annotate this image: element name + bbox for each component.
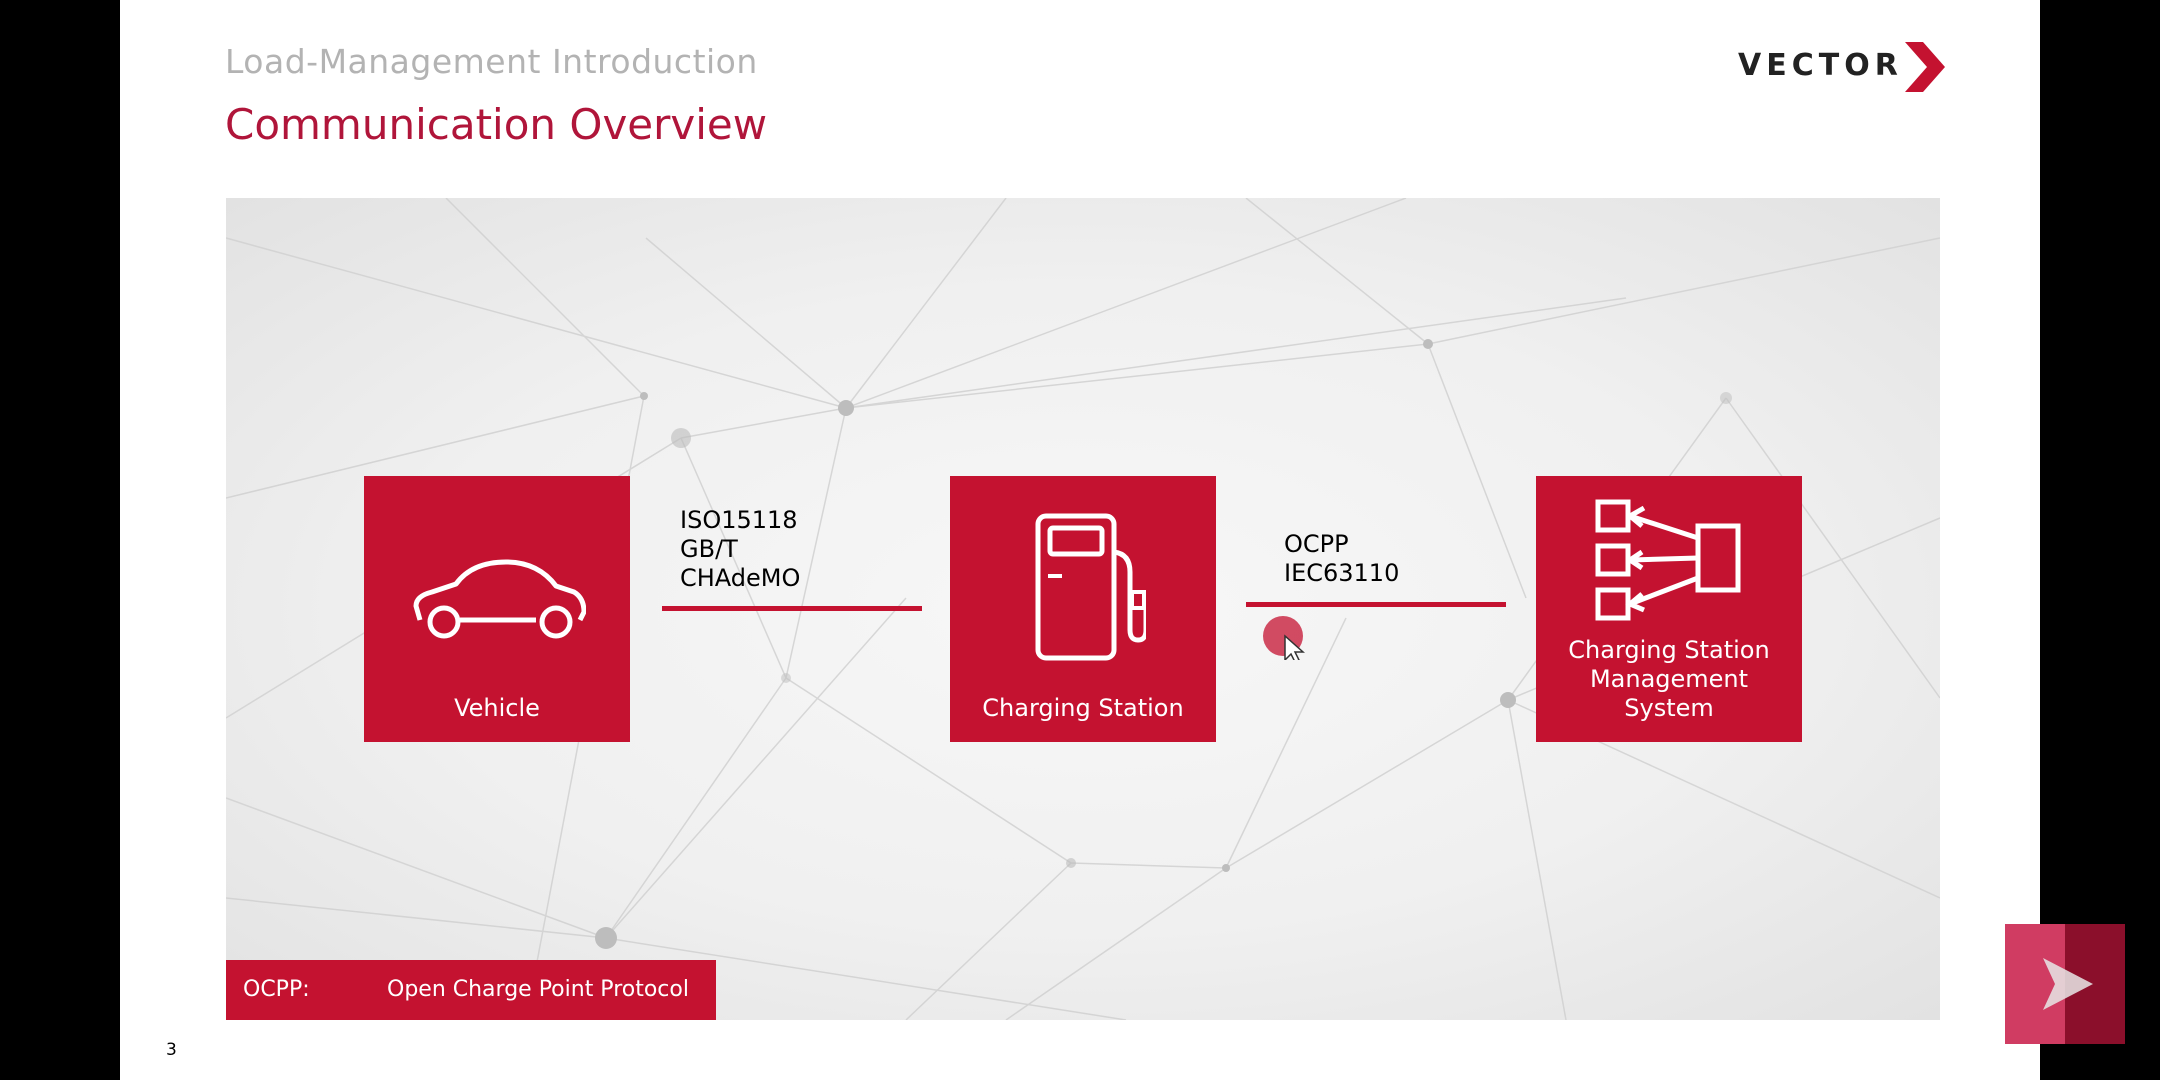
slide-title: Communication Overview <box>225 100 768 149</box>
csms-box: Charging Station Management System <box>1536 476 1802 742</box>
diagram-panel: Vehicle Charging Station <box>226 198 1940 1020</box>
csms-label: Charging Station Management System <box>1536 636 1802 723</box>
slide-subtitle: Load-Management Introduction <box>225 42 758 81</box>
protocol-label: GB/T <box>680 535 738 563</box>
chevron-right-icon <box>1905 42 1945 92</box>
charging-station-box: Charging Station <box>950 476 1216 742</box>
vector-logo: VECTOR <box>1738 40 1948 94</box>
charging-station-label: Charging Station <box>982 694 1184 722</box>
ocpp-legend: OCPP: Open Charge Point Protocol <box>226 960 716 1020</box>
csms-label-line: System <box>1624 694 1714 722</box>
vehicle-station-connector <box>662 606 922 611</box>
fuel-pump-icon <box>1035 513 1146 661</box>
next-slide-button[interactable] <box>2005 924 2125 1044</box>
protocol-label: CHAdeMO <box>680 564 801 592</box>
vehicle-box: Vehicle <box>364 476 630 742</box>
hierarchy-icon <box>1595 499 1741 621</box>
legend-term: OCPP: <box>243 977 310 1002</box>
page-number: 3 <box>166 1040 177 1060</box>
legend-definition: Open Charge Point Protocol <box>387 977 689 1002</box>
csms-label-line: Charging Station <box>1568 636 1770 664</box>
protocol-label: ISO15118 <box>680 506 798 534</box>
next-arrow-icon <box>2043 958 2093 1010</box>
vehicle-label: Vehicle <box>454 694 540 722</box>
station-csms-connector <box>1246 602 1506 607</box>
protocol-label: IEC63110 <box>1284 559 1400 587</box>
station-csms-protocols: OCPP IEC63110 <box>1284 530 1399 588</box>
slide: Load-Management Introduction Communicati… <box>120 0 2040 1080</box>
protocol-label: OCPP <box>1284 530 1349 558</box>
vehicle-station-protocols: ISO15118 GB/T CHAdeMO <box>680 506 800 593</box>
csms-label-line: Management <box>1589 665 1749 693</box>
car-icon <box>413 559 586 639</box>
mouse-cursor-icon <box>1263 616 1305 660</box>
logo-text: VECTOR <box>1738 48 1903 83</box>
